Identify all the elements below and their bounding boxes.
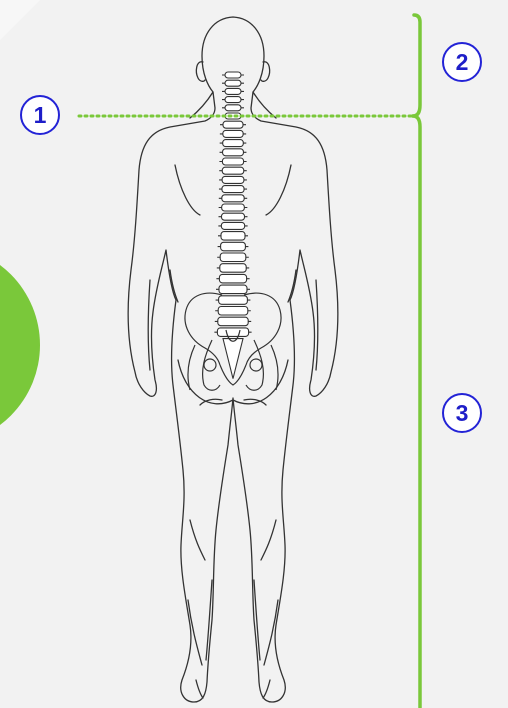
vertebra bbox=[217, 328, 248, 337]
vertebra bbox=[225, 105, 241, 111]
vertebra bbox=[225, 80, 241, 86]
vertebra bbox=[220, 253, 246, 262]
vertebra bbox=[223, 149, 244, 156]
vertebra bbox=[222, 195, 244, 202]
vertebra bbox=[222, 204, 245, 211]
vertebra bbox=[222, 186, 244, 193]
vertebra bbox=[225, 113, 241, 119]
marker-1-badge: 1 bbox=[20, 95, 60, 135]
spine-vertebrae bbox=[214, 72, 251, 379]
vertebra bbox=[223, 121, 243, 128]
vertebra bbox=[225, 88, 241, 94]
vertebra bbox=[218, 317, 248, 326]
vertebra bbox=[222, 176, 244, 183]
sacrum bbox=[223, 339, 243, 379]
marker-1-label: 1 bbox=[34, 102, 47, 129]
vertebra bbox=[218, 307, 248, 316]
vertebra bbox=[223, 140, 244, 147]
vertebra bbox=[221, 232, 245, 241]
vertebra bbox=[219, 296, 248, 305]
lower-bracket bbox=[413, 116, 420, 708]
vertebra bbox=[219, 285, 247, 294]
vertebra bbox=[222, 158, 243, 165]
vertebra bbox=[221, 222, 244, 229]
vertebra bbox=[221, 242, 246, 251]
upper-bracket bbox=[413, 15, 420, 116]
vertebra bbox=[222, 213, 245, 220]
vertebra bbox=[223, 130, 243, 137]
marker-3-label: 3 bbox=[456, 400, 469, 427]
marker-2-label: 2 bbox=[456, 49, 469, 76]
green-circle-accent bbox=[0, 245, 40, 445]
vertebra bbox=[222, 167, 244, 174]
vertebra bbox=[220, 264, 246, 273]
vertebra bbox=[225, 72, 241, 78]
background-accent bbox=[0, 0, 40, 40]
marker-3-badge: 3 bbox=[442, 393, 482, 433]
marker-2-badge: 2 bbox=[442, 42, 482, 82]
vertebra bbox=[219, 274, 246, 283]
vertebra bbox=[225, 97, 241, 103]
